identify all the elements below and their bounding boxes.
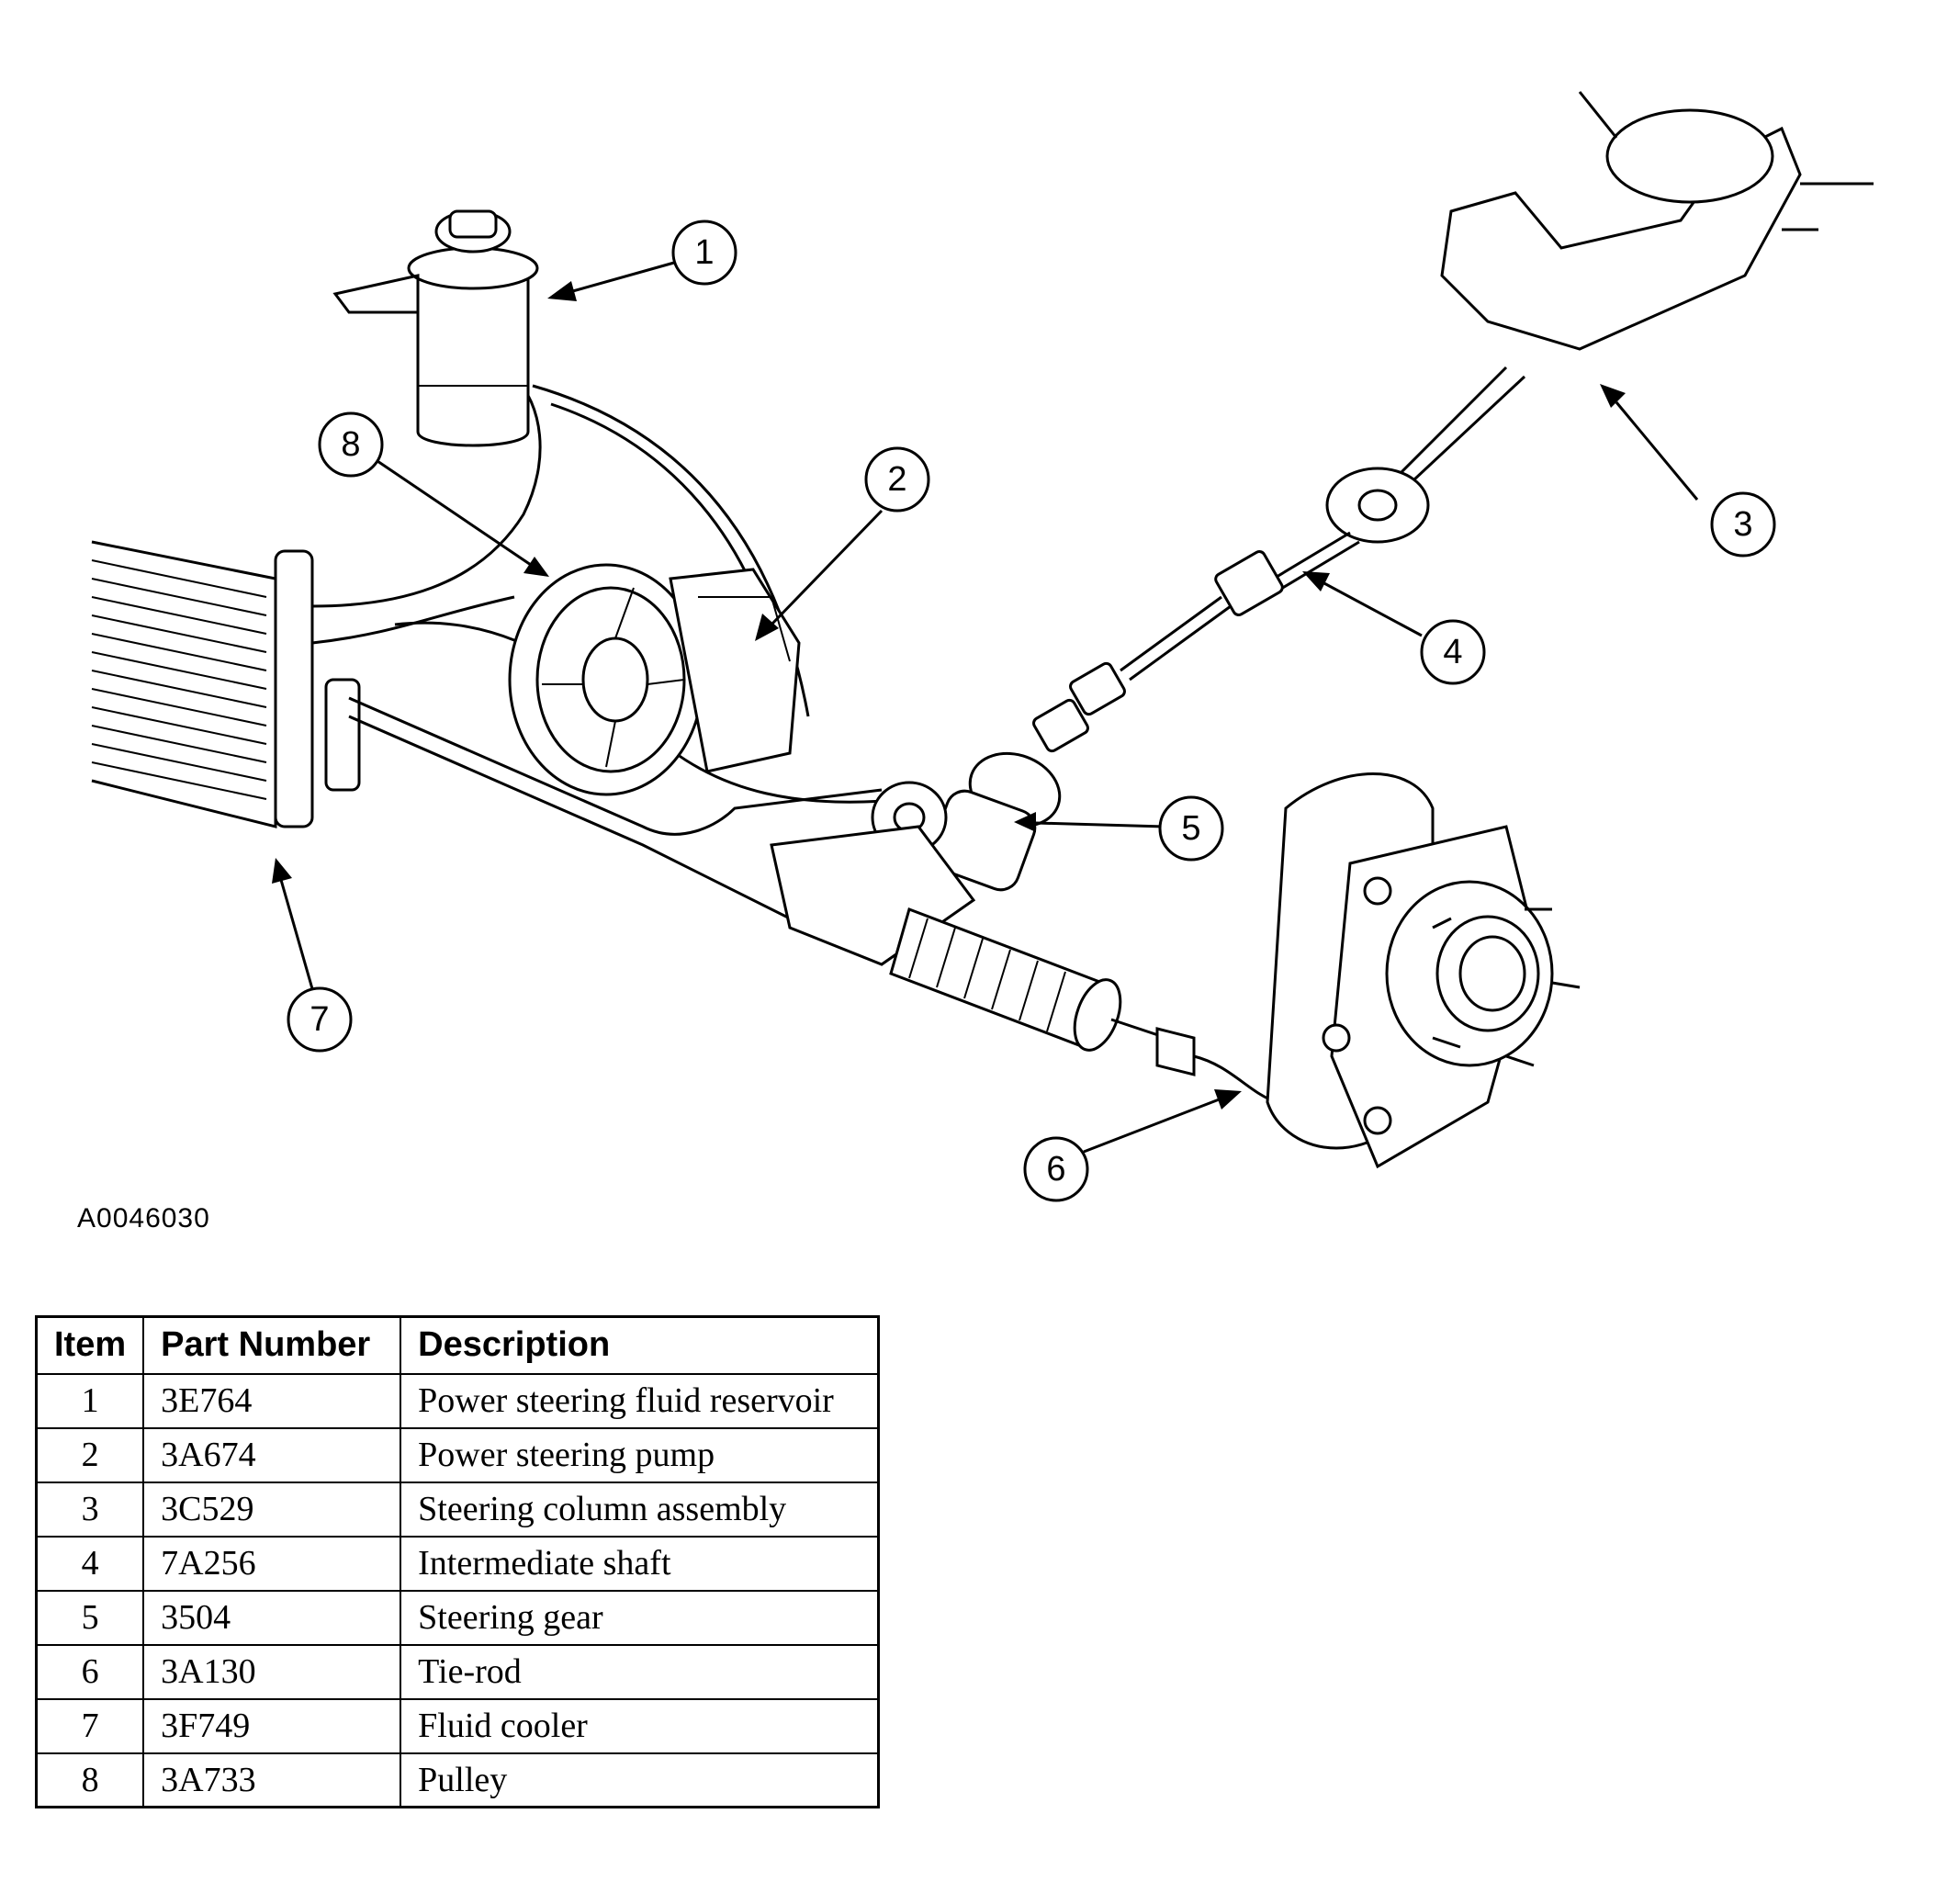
cell-item: 8 (35, 1752, 145, 1808)
cell-item: 4 (35, 1535, 145, 1592)
header-description: Description (400, 1315, 880, 1375)
leader-lines (272, 261, 1699, 1154)
table-row: 1 3E764 Power steering fluid reservoir (35, 1372, 880, 1429)
cell-part-number: 3A674 (142, 1426, 402, 1483)
cell-item: 1 (35, 1372, 145, 1429)
table-row: 5 3504 Steering gear (35, 1589, 880, 1646)
figure-id: A0046030 (77, 1203, 210, 1234)
svg-text:8: 8 (341, 425, 360, 464)
cell-part-number: 3504 (142, 1589, 402, 1646)
header-part-number: Part Number (142, 1315, 402, 1375)
table-row: 2 3A674 Power steering pump (35, 1426, 880, 1483)
table-header-row: Item Part Number Description (35, 1315, 880, 1375)
callout-3: 3 (1710, 491, 1776, 558)
pump-drawing (508, 563, 801, 796)
cell-part-number: 3A733 (142, 1752, 402, 1808)
cell-part-number: 3A130 (142, 1643, 402, 1700)
svg-text:3: 3 (1733, 505, 1752, 544)
cell-part-number: 3E764 (142, 1372, 402, 1429)
table-row: 7 3F749 Fluid cooler (35, 1697, 880, 1754)
callout-5: 5 (1158, 795, 1224, 862)
cell-item: 7 (35, 1697, 145, 1754)
table-row: 6 3A130 Tie-rod (35, 1643, 880, 1700)
callout-6: 6 (1023, 1136, 1089, 1202)
steering-gear-drawing (770, 751, 1278, 1104)
cell-description: Power steering fluid reservoir (400, 1372, 880, 1429)
callout-2: 2 (864, 446, 930, 513)
svg-text:4: 4 (1443, 633, 1462, 671)
svg-text:6: 6 (1046, 1150, 1065, 1189)
cell-description: Pulley (400, 1752, 880, 1808)
table-row: 4 7A256 Intermediate shaft (35, 1535, 880, 1592)
header-item: Item (35, 1315, 145, 1375)
cell-description: Steering column assembly (400, 1481, 880, 1538)
steering-column-drawing (1032, 91, 1874, 753)
cell-description: Intermediate shaft (400, 1535, 880, 1592)
cell-item: 6 (35, 1643, 145, 1700)
cell-item: 3 (35, 1481, 145, 1538)
cell-description: Steering gear (400, 1589, 880, 1646)
table-row: 3 3C529 Steering column assembly (35, 1481, 880, 1538)
svg-text:5: 5 (1181, 809, 1200, 848)
steering-system-diagram: 1 2 3 4 5 6 7 8 (91, 91, 1874, 1202)
cell-part-number: 3F749 (142, 1697, 402, 1754)
cell-item: 2 (35, 1426, 145, 1483)
callout-8: 8 (318, 411, 384, 478)
cell-part-number: 7A256 (142, 1535, 402, 1592)
svg-text:1: 1 (694, 233, 714, 272)
callout-7: 7 (287, 986, 353, 1053)
parts-table: Item Part Number Description 1 3E764 Pow… (35, 1315, 880, 1808)
cell-item: 5 (35, 1589, 145, 1646)
cell-description: Power steering pump (400, 1426, 880, 1483)
knuckle-hub-drawing (1266, 772, 1581, 1169)
svg-text:7: 7 (310, 1000, 329, 1039)
cell-description: Fluid cooler (400, 1697, 880, 1754)
table-row: 8 3A733 Pulley (35, 1752, 880, 1808)
reservoir-drawing (332, 209, 539, 447)
callout-1: 1 (671, 220, 737, 286)
cell-part-number: 3C529 (142, 1481, 402, 1538)
cell-description: Tie-rod (400, 1643, 880, 1700)
fluid-cooler-drawing (91, 540, 361, 828)
callout-4: 4 (1420, 619, 1486, 685)
svg-text:2: 2 (887, 460, 906, 499)
